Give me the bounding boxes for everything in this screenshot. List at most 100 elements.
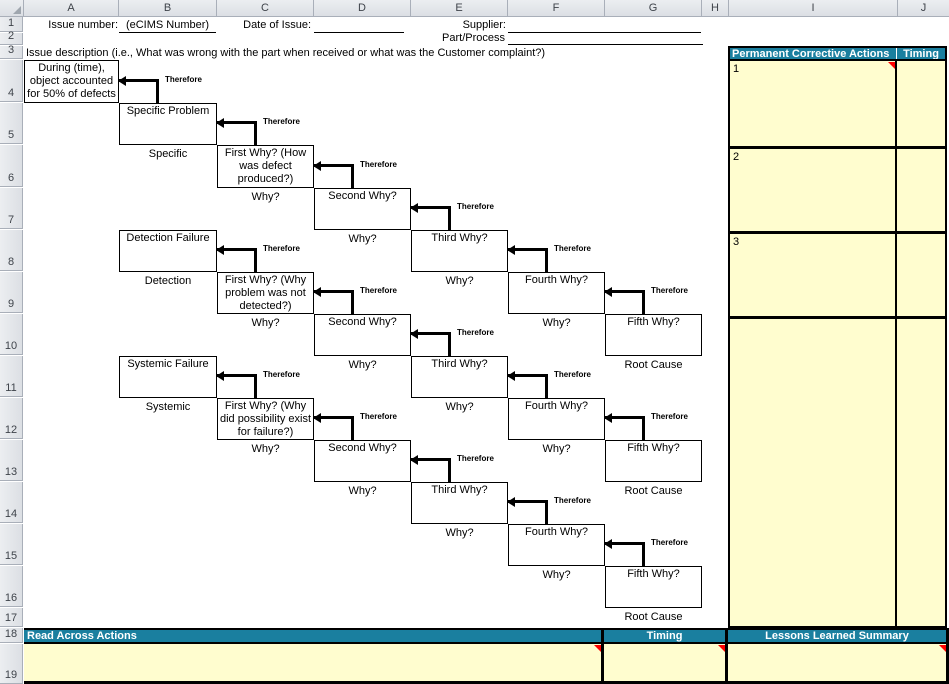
- row-header-18[interactable]: 18: [0, 628, 23, 643]
- therefore-label: Therefore: [165, 75, 202, 84]
- therefore-arrow: [604, 286, 645, 314]
- col-header-b[interactable]: B: [119, 0, 217, 17]
- therefore-label: Therefore: [360, 286, 397, 295]
- fourth-why-box[interactable]: Fourth Why?: [508, 398, 605, 440]
- col-header-c[interactable]: C: [217, 0, 314, 17]
- panel-divider: [730, 146, 945, 149]
- corrective-action-cell-1[interactable]: 1: [733, 63, 740, 75]
- problem-statement-box[interactable]: During (time), object accounted for 50% …: [24, 60, 119, 103]
- row-header-3[interactable]: 3: [0, 44, 23, 59]
- therefore-label: Therefore: [457, 454, 494, 463]
- detection-failure-box[interactable]: Detection Failure: [119, 230, 217, 272]
- corrective-action-cell-3[interactable]: 3: [733, 236, 740, 248]
- first-why-box[interactable]: First Why? (How was defect produced?): [217, 145, 314, 188]
- fifth-why-box[interactable]: Fifth Why?: [605, 440, 702, 482]
- specific-problem-box[interactable]: Specific Problem: [119, 103, 217, 145]
- part-process-field[interactable]: [508, 31, 703, 45]
- col-header-f[interactable]: F: [508, 0, 605, 17]
- third-why-box[interactable]: Third Why?: [411, 356, 508, 398]
- therefore-arrow: [507, 370, 548, 398]
- third-why-box[interactable]: Third Why?: [411, 482, 508, 524]
- row-header-15[interactable]: 15: [0, 524, 23, 565]
- fourth-why-box[interactable]: Fourth Why?: [508, 524, 605, 566]
- issue-number-label: Issue number:: [48, 19, 118, 31]
- therefore-label: Therefore: [457, 328, 494, 337]
- therefore-arrow: [216, 117, 257, 145]
- col-header-d[interactable]: D: [314, 0, 411, 17]
- therefore-label: Therefore: [651, 538, 688, 547]
- select-all-corner[interactable]: [0, 0, 24, 17]
- row-header-5[interactable]: 5: [0, 103, 23, 144]
- row-header-4[interactable]: 4: [0, 60, 23, 102]
- select-all-triangle-icon: [13, 6, 21, 14]
- therefore-arrow: [216, 244, 257, 272]
- supplier-field[interactable]: [508, 19, 701, 33]
- panel-divider: [730, 231, 945, 234]
- row-header-9[interactable]: 9: [0, 272, 23, 313]
- row-header-17[interactable]: 17: [0, 608, 23, 627]
- therefore-arrow: [604, 412, 645, 440]
- third-why-box[interactable]: Third Why?: [411, 230, 508, 272]
- issue-description-label: Issue description (i.e., What was wrong …: [26, 47, 546, 59]
- col-header-g[interactable]: G: [605, 0, 702, 17]
- corrective-action-cell-2[interactable]: 2: [733, 151, 740, 163]
- lessons-learned-cell[interactable]: [728, 644, 946, 681]
- row-header-12[interactable]: 12: [0, 398, 23, 439]
- box-caption: Why?: [348, 233, 377, 245]
- col-header-e[interactable]: E: [411, 0, 508, 17]
- therefore-arrow: [118, 75, 159, 103]
- corrective-actions-panel: [728, 46, 947, 628]
- row-header-11[interactable]: 11: [0, 356, 23, 397]
- therefore-label: Therefore: [651, 412, 688, 421]
- first-why-box[interactable]: First Why? (Why problem was not detected…: [217, 272, 314, 314]
- second-why-box[interactable]: Second Why?: [314, 440, 411, 482]
- col-header-h[interactable]: H: [702, 0, 729, 17]
- row-header-6[interactable]: 6: [0, 145, 23, 187]
- box-caption: Why?: [542, 443, 571, 455]
- therefore-label: Therefore: [263, 244, 300, 253]
- col-header-i[interactable]: I: [729, 0, 898, 17]
- col-header-j[interactable]: J: [898, 0, 949, 17]
- issue-number-field[interactable]: (eCIMS Number): [119, 19, 216, 33]
- root-cause-caption: Root Cause: [624, 485, 683, 497]
- row-header-14[interactable]: 14: [0, 482, 23, 523]
- therefore-arrow: [313, 286, 354, 314]
- therefore-label: Therefore: [651, 286, 688, 295]
- row-header-13[interactable]: 13: [0, 440, 23, 481]
- second-why-box[interactable]: Second Why?: [314, 188, 411, 230]
- bottom-timing-cell[interactable]: [604, 644, 725, 681]
- date-of-issue-label: Date of Issue:: [243, 19, 311, 31]
- therefore-label: Therefore: [554, 496, 591, 505]
- second-why-box[interactable]: Second Why?: [314, 314, 411, 356]
- row-header-10[interactable]: 10: [0, 314, 23, 355]
- supplier-label: Supplier:: [462, 19, 506, 31]
- therefore-arrow: [410, 454, 451, 482]
- col-header-a[interactable]: A: [24, 0, 119, 17]
- therefore-label: Therefore: [360, 412, 397, 421]
- row-header-8[interactable]: 8: [0, 230, 23, 271]
- row-header-19[interactable]: 19: [0, 644, 23, 684]
- row-header-2[interactable]: 2: [0, 30, 23, 45]
- box-caption: Why?: [445, 275, 474, 287]
- box-caption: Why?: [251, 443, 280, 455]
- lessons-learned-header: Lessons Learned Summary: [728, 630, 946, 642]
- box-caption: Specific: [148, 148, 188, 160]
- fifth-why-box[interactable]: Fifth Why?: [605, 314, 702, 356]
- row-header-16[interactable]: 16: [0, 566, 23, 607]
- comment-indicator-icon: [718, 645, 725, 652]
- row-header-7[interactable]: 7: [0, 188, 23, 229]
- box-caption: Why?: [348, 485, 377, 497]
- date-of-issue-field[interactable]: [314, 19, 404, 33]
- systemic-failure-box[interactable]: Systemic Failure: [119, 356, 217, 398]
- fourth-why-box[interactable]: Fourth Why?: [508, 272, 605, 314]
- therefore-arrow: [507, 496, 548, 524]
- read-across-cell[interactable]: [24, 644, 601, 681]
- row-header-1[interactable]: 1: [0, 17, 23, 32]
- read-across-header: Read Across Actions: [24, 630, 601, 642]
- first-why-box[interactable]: First Why? (Why did possibility exist fo…: [217, 398, 314, 440]
- therefore-arrow: [313, 412, 354, 440]
- corrective-actions-header: Permanent Corrective Actions: [730, 48, 897, 61]
- fifth-why-box[interactable]: Fifth Why?: [605, 566, 702, 608]
- comment-indicator-icon: [888, 62, 895, 69]
